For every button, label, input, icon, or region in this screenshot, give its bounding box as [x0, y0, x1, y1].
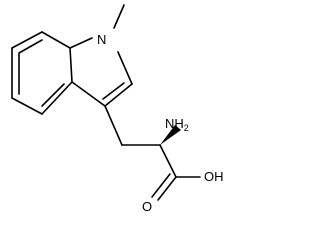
- methyl-bond: [113, 4, 125, 29]
- bond: [104, 105, 123, 146]
- double-bond-inner: [41, 83, 65, 107]
- wedge-bond: [160, 125, 181, 145]
- double-bond-inner: [18, 39, 43, 54]
- bond: [71, 81, 106, 107]
- molecule-diagram: N NH2 O OH: [11, 4, 224, 214]
- atom-amine-label: NH2: [165, 116, 189, 133]
- bond: [41, 31, 71, 49]
- bond: [69, 37, 93, 49]
- atom-o-label: O: [142, 199, 152, 214]
- bond: [69, 47, 73, 83]
- atom-n-label: N: [97, 32, 106, 47]
- bond: [11, 97, 43, 115]
- double-bond-inner: [102, 82, 125, 100]
- bond: [104, 83, 133, 107]
- bond: [159, 144, 177, 178]
- structure-drawing: N NH2 O OH: [11, 4, 224, 214]
- carbonyl-bond: [151, 173, 171, 198]
- carbonyl-bond: [157, 176, 177, 201]
- benzene-ring: [11, 31, 73, 115]
- pyrrole-ring: [69, 37, 133, 107]
- bond: [117, 51, 133, 85]
- bond: [11, 31, 43, 49]
- bond: [41, 81, 73, 115]
- atom-oh-label: OH: [204, 169, 224, 184]
